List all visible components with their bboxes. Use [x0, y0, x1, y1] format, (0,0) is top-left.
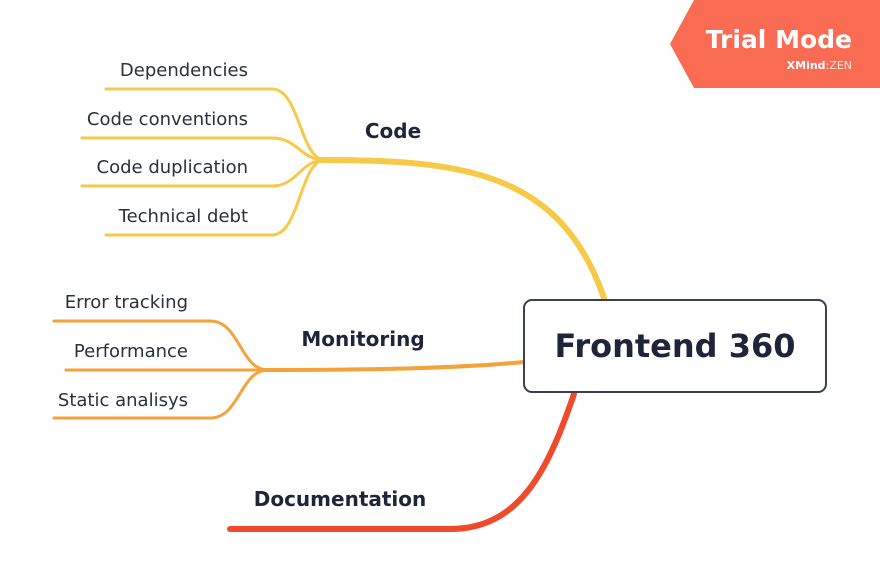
subtopic-technical-debt[interactable]: Technical debt — [118, 206, 248, 227]
connector-code — [317, 157, 607, 301]
subtopic-code-conventions[interactable]: Code conventions — [87, 109, 248, 130]
connector-code-conventions — [80, 136, 327, 162]
topic-code-label[interactable]: Code — [365, 119, 421, 143]
central-topic-box[interactable] — [523, 299, 827, 393]
brand-main: XMind — [787, 59, 826, 72]
subtopic-static-analisys[interactable]: Static analisys — [58, 390, 188, 411]
code-subtopic-connectors — [80, 87, 327, 237]
subtopic-dependencies[interactable]: Dependencies — [120, 60, 248, 81]
trial-mode-title: Trial Mode — [706, 25, 852, 54]
connector-static-analisys — [52, 368, 270, 420]
trial-mode-badge-shape — [670, 0, 880, 88]
monitoring-subtopic-connectors — [52, 319, 270, 420]
subtopic-code-duplication[interactable]: Code duplication — [97, 157, 248, 178]
central-topic-label: Frontend 360 — [555, 327, 796, 365]
topic-monitoring-label[interactable]: Monitoring — [301, 327, 424, 351]
subtopic-error-tracking[interactable]: Error tracking — [65, 292, 188, 313]
connector-error-tracking — [52, 319, 270, 372]
trial-mode-badge[interactable]: Trial Mode XMind:ZEN — [670, 0, 880, 88]
subtopic-performance[interactable]: Performance — [74, 341, 188, 362]
connector-documentation — [227, 391, 577, 532]
brand-sub: ZEN — [829, 59, 852, 72]
connector-dependencies — [104, 87, 327, 162]
connector-monitoring — [264, 360, 526, 372]
topic-documentation-label[interactable]: Documentation — [254, 487, 427, 511]
connector-technical-debt — [104, 158, 327, 237]
trial-mode-brand: XMind:ZEN — [787, 59, 852, 72]
brand-separator: : — [826, 59, 830, 72]
